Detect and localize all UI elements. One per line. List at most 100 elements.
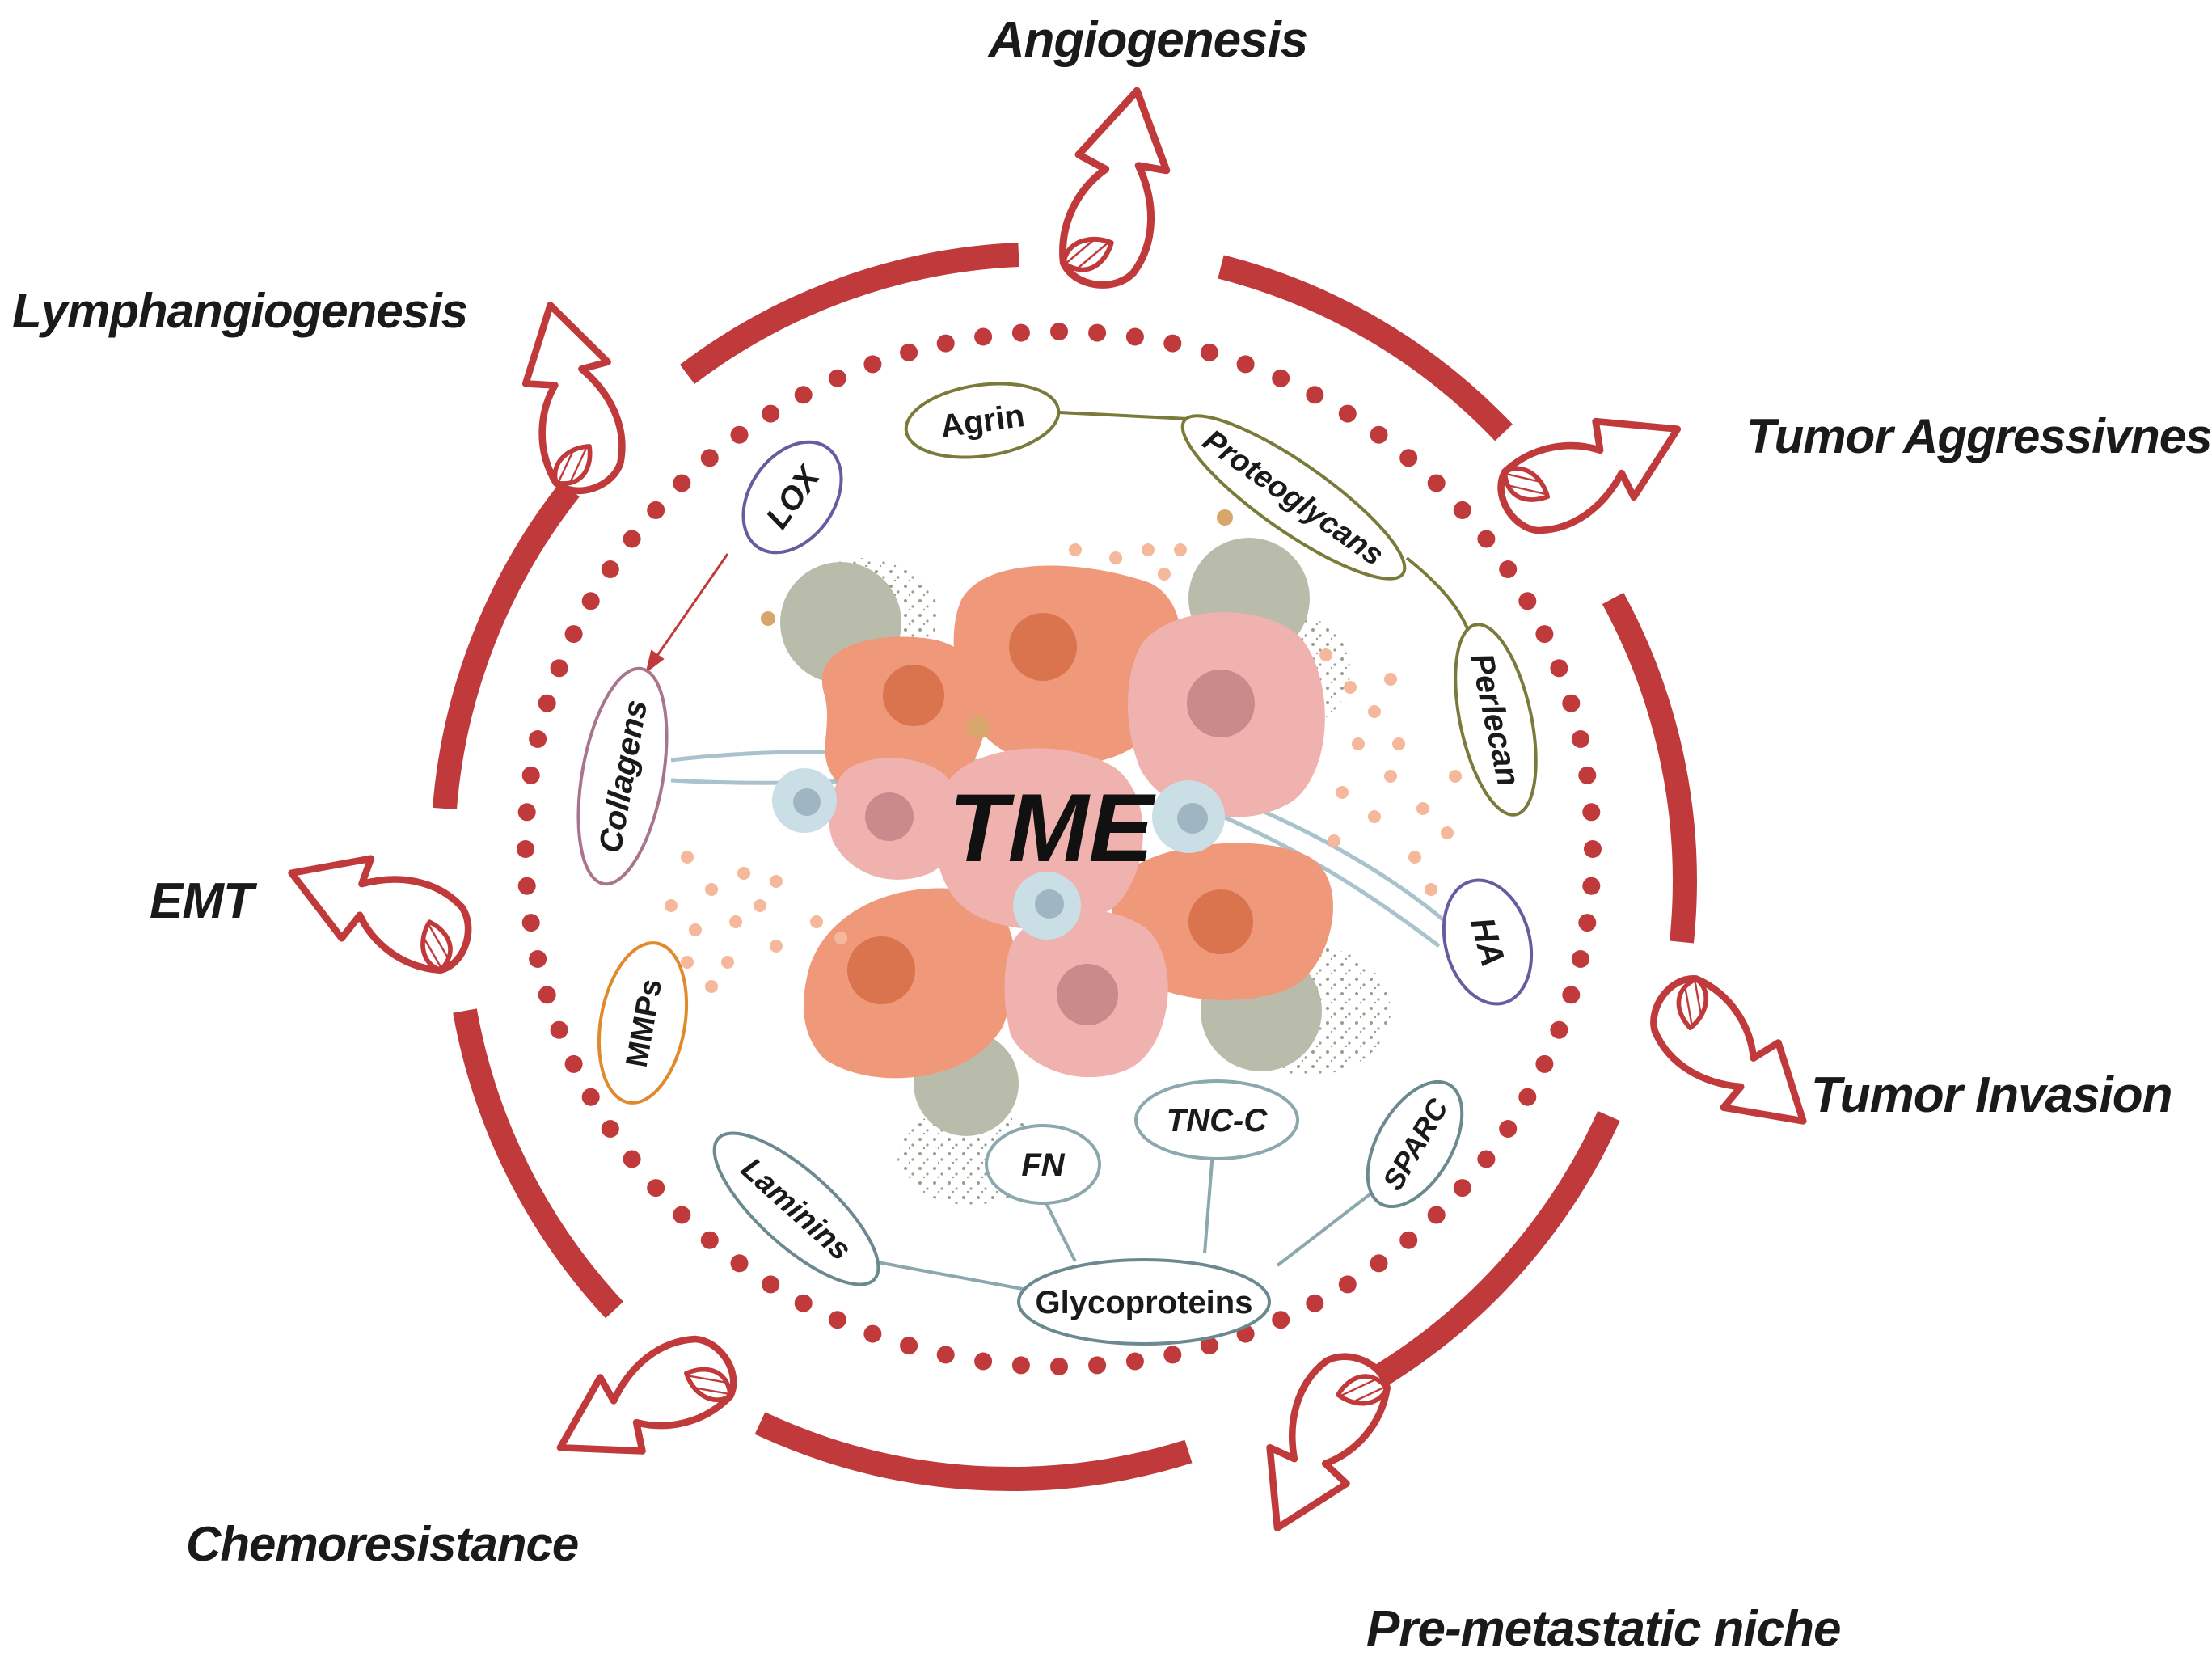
link-proteoglycans-perlecan (1405, 556, 1473, 640)
ring-dot (974, 1352, 993, 1371)
ring-dot (623, 530, 641, 548)
ring-dot (647, 1179, 665, 1198)
salmon-dot (1174, 543, 1187, 556)
ring-dot (1578, 914, 1597, 932)
ring-segment-left (433, 481, 580, 810)
salmon-dot (729, 915, 742, 928)
ring-dot (1582, 877, 1601, 895)
ring-dot (1272, 1311, 1290, 1329)
laminins-node: Laminins (712, 1131, 880, 1286)
salmon-dot (1069, 543, 1082, 556)
immune-nucleus (793, 788, 821, 816)
ring-dot (538, 694, 556, 712)
salmon-dot (754, 899, 766, 912)
salmon-dot (1425, 883, 1437, 896)
tumor-nucleus (1188, 889, 1253, 954)
emt-label: EMT (150, 873, 258, 929)
link-sparc-glycoproteins (1276, 1183, 1384, 1267)
link-laminins-glycoproteins (872, 1260, 1028, 1291)
lymphangiogenesis-label: Lymphangiogenesis (12, 284, 467, 338)
ring-segment-bottom (754, 1412, 1193, 1491)
salmon-dot (1368, 810, 1381, 823)
angiogenesis-label: Angiogenesis (987, 12, 1308, 68)
salmon-dot (1384, 770, 1397, 783)
tan-dot (967, 716, 990, 739)
ring-dot (1453, 1179, 1471, 1198)
tumor-invasion-label: Tumor Invasion (1811, 1067, 2172, 1123)
ring-dot (1088, 1356, 1107, 1375)
ring-dot (1050, 1358, 1068, 1375)
salmon-dot (681, 851, 694, 864)
ring-dot (581, 592, 600, 610)
immune-nucleus (1177, 803, 1208, 834)
salmon-dots (665, 543, 1462, 993)
ring-dot (538, 986, 556, 1004)
salmon-dot (1408, 851, 1421, 864)
chemoresistance-arrow (540, 1312, 745, 1494)
ring-dot (1477, 530, 1496, 548)
immune-nucleus (1035, 889, 1064, 919)
tnc-c-label: TNC-C (1167, 1103, 1269, 1139)
ring-dot (1125, 327, 1144, 346)
ring-dot (730, 425, 749, 444)
link-agrin-proteoglycans (1058, 411, 1189, 420)
collagens-node: Collagens (576, 666, 669, 886)
ring-dot (900, 343, 918, 361)
ring-dot (1562, 694, 1581, 712)
ring-dot (828, 1311, 846, 1329)
link-tncc-glycoproteins (1203, 1151, 1214, 1254)
ring-dot (1550, 659, 1568, 678)
salmon-dot (1109, 551, 1122, 564)
salmon-dot (1352, 737, 1365, 750)
ring-dot (673, 474, 691, 492)
ring-dot (1306, 386, 1324, 404)
ring-dot (1050, 323, 1068, 340)
salmon-dot (1392, 737, 1405, 750)
ring-dot (517, 803, 536, 822)
ring-dot (1562, 986, 1581, 1004)
ring-dot (1163, 334, 1182, 353)
ring-dot (974, 327, 993, 346)
agrin-node: Agrin (904, 382, 1061, 459)
cell-cluster (670, 509, 1457, 1205)
sparc-node: SPARC (1366, 1079, 1464, 1209)
tnc-c-node: TNC-C (1134, 1079, 1299, 1160)
salmon-dot (1344, 681, 1357, 694)
tumor-aggressiveness-arrow (1488, 381, 1695, 558)
fn-node: FN (985, 1124, 1101, 1205)
ring-dot (1011, 1356, 1030, 1375)
glycoproteins-node: Glycoproteins (1017, 1258, 1271, 1346)
ring-dot (1584, 840, 1602, 858)
lox-to-collagens-arrow (653, 553, 729, 660)
salmon-dot (1449, 770, 1462, 783)
chemoresistance-label: Chemoresistance (186, 1517, 578, 1571)
fn-label: FN (1021, 1147, 1065, 1183)
ring-dot (1338, 1275, 1357, 1294)
glycoproteins-label: Glycoproteins (1036, 1285, 1253, 1320)
ring-dot (550, 1020, 568, 1039)
ring-dot (900, 1337, 918, 1355)
ring-dot (1571, 950, 1589, 968)
ring-dot (1011, 323, 1030, 342)
connectors (645, 411, 1473, 1291)
salmon-dot (834, 932, 847, 944)
ring-dot (1236, 355, 1255, 374)
ring-dot (550, 659, 568, 678)
ring-dot (1163, 1346, 1182, 1364)
ring-dot (1200, 1337, 1218, 1355)
ring-dot (517, 877, 536, 895)
ring-dot (1477, 1150, 1496, 1168)
tumor-nucleus (847, 936, 915, 1004)
ring-dot (1427, 1206, 1446, 1224)
link-fn-glycoproteins (1041, 1196, 1077, 1262)
lox-arrowhead (645, 649, 665, 674)
ring-dot (529, 950, 547, 968)
ring-dot (1578, 766, 1597, 784)
ring-dot (1088, 323, 1107, 342)
ring-dot (1453, 501, 1471, 519)
salmon-dot (1336, 786, 1349, 799)
pre-metastatic-niche-label: Pre-metastatic niche (1366, 1601, 1840, 1657)
salmon-dot (1384, 673, 1397, 686)
ring-dot (521, 914, 540, 932)
